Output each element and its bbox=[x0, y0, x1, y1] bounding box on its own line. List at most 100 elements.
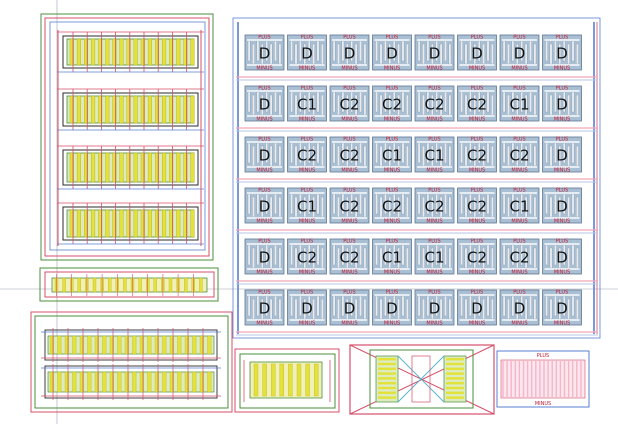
cap-finger bbox=[448, 247, 452, 269]
cap-finger bbox=[359, 244, 362, 266]
cap-plus-label: PLUS bbox=[258, 239, 270, 245]
bottom-block-guard-ring bbox=[34, 315, 229, 409]
bottom-poly-gate bbox=[192, 335, 197, 355]
cap-plate-bottom bbox=[544, 64, 580, 66]
cap-plate-bottom bbox=[332, 64, 367, 66]
cap-finger bbox=[529, 40, 532, 62]
cap-plus-label: PLUS bbox=[301, 188, 313, 194]
cap-minus-label: MINUS bbox=[384, 321, 400, 327]
cap-plate-bottom bbox=[544, 217, 580, 219]
cap-finger bbox=[491, 196, 494, 218]
cap-finger bbox=[363, 94, 367, 116]
poly-gate bbox=[169, 209, 174, 238]
cap-plate-top bbox=[332, 243, 367, 245]
cap-finger bbox=[375, 193, 378, 215]
cap-finger bbox=[417, 244, 421, 266]
bottom-row-frame bbox=[44, 365, 218, 399]
bottom-poly-gate bbox=[169, 335, 174, 355]
cap-minus-label: MINUS bbox=[384, 168, 400, 174]
cap-finger bbox=[533, 94, 537, 116]
cap-minus-label: MINUS bbox=[256, 117, 272, 123]
cap-plus-label: PLUS bbox=[471, 188, 483, 194]
cap-plus-label: PLUS bbox=[428, 137, 440, 143]
poly-gate bbox=[133, 152, 138, 183]
crossed-device-left-finger bbox=[378, 396, 396, 399]
cap-finger bbox=[247, 91, 251, 113]
cap-finger bbox=[576, 145, 579, 167]
cap-type-label: C2 bbox=[509, 249, 529, 267]
strip-poly-finger bbox=[138, 277, 142, 293]
cap-plate-bottom bbox=[502, 319, 537, 321]
cap-finger bbox=[439, 298, 443, 320]
crossed-device-right-finger bbox=[446, 367, 464, 370]
cap-finger bbox=[290, 244, 293, 266]
cap-finger bbox=[359, 295, 362, 317]
cap-type-label: D bbox=[514, 45, 526, 63]
poly-gate bbox=[133, 95, 138, 124]
cap-type-label: D bbox=[301, 300, 313, 318]
cap-finger bbox=[269, 43, 273, 65]
cap-plate-bottom bbox=[247, 319, 282, 321]
crossed-device-right-finger bbox=[446, 372, 464, 375]
small-device-guard-ring bbox=[239, 353, 336, 409]
cap-type-label: C2 bbox=[467, 96, 487, 114]
cap-type-label: D bbox=[259, 198, 271, 216]
cap-finger bbox=[422, 298, 425, 320]
cap-plate-top bbox=[332, 90, 367, 92]
cap-finger bbox=[401, 40, 405, 62]
cap-finger bbox=[278, 298, 282, 320]
cap-minus-label: MINUS bbox=[341, 168, 357, 174]
cap-minus-label: MINUS bbox=[469, 219, 485, 225]
cap-minus-label: MINUS bbox=[554, 270, 570, 276]
cap-finger bbox=[567, 196, 570, 218]
cap-finger bbox=[417, 142, 421, 164]
cap-plate-bottom bbox=[502, 268, 537, 270]
cap-finger bbox=[533, 298, 537, 320]
cap-plus-label: PLUS bbox=[386, 35, 398, 41]
cap-plate-top bbox=[417, 192, 452, 194]
cap-finger bbox=[316, 142, 320, 164]
cap-plus-label: PLUS bbox=[471, 290, 483, 296]
cap-plate-top bbox=[332, 192, 367, 194]
crossed-device-left-finger bbox=[378, 367, 396, 370]
cap-finger bbox=[375, 142, 378, 164]
cap-finger bbox=[332, 142, 336, 164]
cap-plate-bottom bbox=[544, 268, 580, 270]
bottom-poly-gate bbox=[94, 371, 99, 393]
transistor-row-frame bbox=[62, 35, 199, 69]
bottom-poly-gate bbox=[207, 371, 212, 393]
strip-metal-ring bbox=[44, 271, 215, 298]
cap-plus-label: PLUS bbox=[428, 35, 440, 41]
cap-minus-label: MINUS bbox=[511, 270, 527, 276]
cap-finger bbox=[529, 193, 532, 215]
cap-finger bbox=[316, 244, 320, 266]
poly-gate bbox=[190, 95, 195, 124]
cap-finger bbox=[294, 43, 298, 65]
nwell-boundary bbox=[49, 21, 206, 251]
cap-minus-label: MINUS bbox=[469, 117, 485, 123]
cap-finger bbox=[252, 298, 255, 320]
cap-plate-top bbox=[417, 243, 452, 245]
bottom-poly-gate bbox=[109, 371, 114, 393]
bottom-poly-gate bbox=[147, 371, 152, 393]
cap-minus-label: MINUS bbox=[469, 168, 485, 174]
cap-plate-bottom bbox=[332, 319, 367, 321]
cap-plate-top bbox=[289, 192, 325, 194]
cap-minus-label: MINUS bbox=[341, 321, 357, 327]
cap-finger bbox=[274, 91, 277, 113]
poly-gate bbox=[119, 95, 124, 124]
cap-finger bbox=[252, 196, 255, 218]
cap-type-label: D bbox=[344, 45, 356, 63]
cap-plus-label: PLUS bbox=[343, 290, 355, 296]
poly-gate bbox=[112, 95, 117, 124]
cap-finger bbox=[567, 298, 570, 320]
cap-plate-top bbox=[332, 294, 367, 296]
cap-type-label: C2 bbox=[467, 147, 487, 165]
